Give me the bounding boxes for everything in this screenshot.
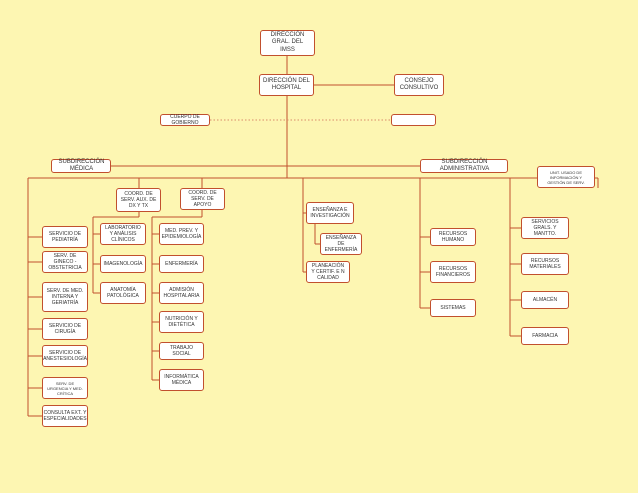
servicio-gineco-box: SERV. DE GINECO - OBSTETRICIA	[42, 251, 88, 273]
unidad-informacion-box: UNIT. USADO DE INFORMACIÓN Y GESTIÓN DE …	[537, 166, 595, 188]
direccion-hospital-box: DIRECCIÓN DEL HOSPITAL	[259, 74, 314, 96]
ensenanza-enfermeria-label: ENSEÑANZA DE ENFERMERÍA	[324, 234, 358, 254]
ensenanza-label: ENSEÑANZA E INVESTIGACIÓN	[310, 206, 350, 219]
planeacion-box: PLANEACIÓN Y CERTIF. E N CALIDAD	[306, 261, 350, 283]
coord-aux-box: COORD. DE SERV. AUX. DE DX Y TX	[116, 188, 161, 212]
informatica-medica-box: INFORMÁTICA MÉDICA	[159, 369, 204, 391]
cuerpo-gobierno-right-box	[391, 114, 436, 126]
ensenanza-box: ENSEÑANZA E INVESTIGACIÓN	[306, 202, 354, 224]
trabajo-social-label: TRABAJO SOCIAL	[169, 344, 194, 357]
almacen-box: ALMACÉN	[521, 291, 569, 309]
med-prev-label: MED. PREV. Y EPIDEMIOLOGÍA	[161, 227, 202, 240]
cuerpo-gobierno-label: CUERPO DE GOBIERNO	[170, 113, 200, 126]
direccion-hospital-label: DIRECCIÓN DEL HOSPITAL	[263, 77, 311, 92]
informatica-medica-label: INFORMÁTICA MÉDICA	[164, 373, 199, 386]
recursos-financieros-box: RECURSOS FINANCIEROS	[430, 261, 476, 283]
servicio-anestesiologia-box: SERVICIO DE ANESTESIOLOGÍA	[42, 345, 88, 367]
enfermeria-box: ENFERMERÍA	[159, 255, 204, 273]
recursos-financieros-label: RECURSOS FINANCIEROS	[435, 265, 471, 278]
recursos-humanos-label: RECURSOS HUMANO	[438, 230, 468, 243]
servicio-gineco-label: SERV. DE GINECO - OBSTETRICIA	[48, 252, 82, 272]
planeacion-label: PLANEACIÓN Y CERTIF. E N CALIDAD	[311, 262, 345, 282]
farmacia-box: FARMACIA	[521, 327, 569, 345]
subdireccion-medica-label: SUBDIRECCIÓN MÉDICA	[58, 158, 105, 173]
subdireccion-administrativa-box: SUBDIRECCIÓN ADMINISTRATIVA	[420, 159, 508, 173]
consulta-externa-label: CONSULTA EXT. Y ESPECIALIDADES	[43, 409, 87, 422]
subdireccion-administrativa-label: SUBDIRECCIÓN ADMINISTRATIVA	[439, 158, 490, 173]
cuerpo-gobierno-box: CUERPO DE GOBIERNO	[160, 114, 210, 126]
trabajo-social-box: TRABAJO SOCIAL	[159, 342, 204, 360]
coord-aux-label: COORD. DE SERV. AUX. DE DX Y TX	[120, 190, 157, 210]
servicio-med-interna-box: SERV. DE MED. INTERNA Y GERIATRÍA	[42, 282, 88, 312]
admision-hospitalaria-box: ADMISIÓN HOSPITALARIA	[159, 282, 204, 304]
recursos-humanos-box: RECURSOS HUMANO	[430, 228, 476, 246]
servicios-generales-label: SERVICIOS GRALS. Y MANTTO.	[531, 218, 559, 238]
nutricion-label: NUTRICIÓN Y DIETÉTICA	[165, 315, 198, 328]
coord-apoyo-box: COORD. DE SERV. DE APOYO	[180, 188, 225, 210]
consejo-consultivo-label: CONSEJO CONSULTIVO	[399, 77, 439, 92]
ensenanza-enfermeria-box: ENSEÑANZA DE ENFERMERÍA	[320, 233, 362, 255]
coord-apoyo-label: COORD. DE SERV. DE APOYO	[188, 189, 217, 209]
imagenologia-label: IMAGENOLOGÍA	[103, 260, 143, 267]
consulta-externa-box: CONSULTA EXT. Y ESPECIALIDADES	[42, 405, 88, 427]
sistemas-box: SISTEMAS	[430, 299, 476, 317]
med-prev-box: MED. PREV. Y EPIDEMIOLOGÍA	[159, 223, 204, 245]
subdireccion-medica-box: SUBDIRECCIÓN MÉDICA	[51, 159, 111, 173]
direccion-general-label: DIRECCIÓN GRAL. DEL IMSS	[270, 31, 305, 53]
servicio-anestesiologia-label: SERVICIO DE ANESTESIOLOGÍA	[43, 349, 87, 362]
farmacia-label: FARMACIA	[532, 332, 558, 339]
laboratorio-box: LABORATORIO Y ANÁLISIS CLÍNICOS	[100, 223, 146, 245]
servicio-pediatria-box: SERVICIO DE PEDIATRÍA	[42, 226, 88, 248]
servicio-urgencia-box: SERV. DE URGENCIA Y MED. CRÍTICA	[42, 377, 88, 399]
anatomia-patologica-label: ANATOMÍA PATOLÓGICA	[107, 286, 139, 299]
imagenologia-box: IMAGENOLOGÍA	[100, 255, 146, 273]
servicio-med-interna-label: SERV. DE MED. INTERNA Y GERIATRÍA	[46, 287, 84, 307]
enfermeria-label: ENFERMERÍA	[165, 260, 198, 267]
consejo-consultivo-box: CONSEJO CONSULTIVO	[394, 74, 444, 96]
admision-hospitalaria-label: ADMISIÓN HOSPITALARIA	[163, 286, 200, 299]
servicio-urgencia-label: SERV. DE URGENCIA Y MED. CRÍTICA	[47, 380, 83, 396]
servicio-pediatria-label: SERVICIO DE PEDIATRÍA	[48, 230, 82, 243]
direccion-general-box: DIRECCIÓN GRAL. DEL IMSS	[260, 30, 315, 56]
servicios-generales-box: SERVICIOS GRALS. Y MANTTO.	[521, 217, 569, 239]
recursos-materiales-box: RECURSOS MATERIALES	[521, 253, 569, 275]
almacen-label: ALMACÉN	[532, 296, 558, 303]
laboratorio-label: LABORATORIO Y ANÁLISIS CLÍNICOS	[105, 224, 141, 244]
sistemas-label: SISTEMAS	[440, 304, 466, 311]
unidad-informacion-label: UNIT. USADO DE INFORMACIÓN Y GESTIÓN DE …	[547, 169, 585, 185]
servicio-cirugia-box: SERVICIO DE CIRUGÍA	[42, 318, 88, 340]
anatomia-patologica-box: ANATOMÍA PATOLÓGICA	[100, 282, 146, 304]
recursos-materiales-label: RECURSOS MATERIALES	[529, 257, 561, 270]
nutricion-box: NUTRICIÓN Y DIETÉTICA	[159, 311, 204, 333]
servicio-cirugia-label: SERVICIO DE CIRUGÍA	[48, 322, 82, 335]
